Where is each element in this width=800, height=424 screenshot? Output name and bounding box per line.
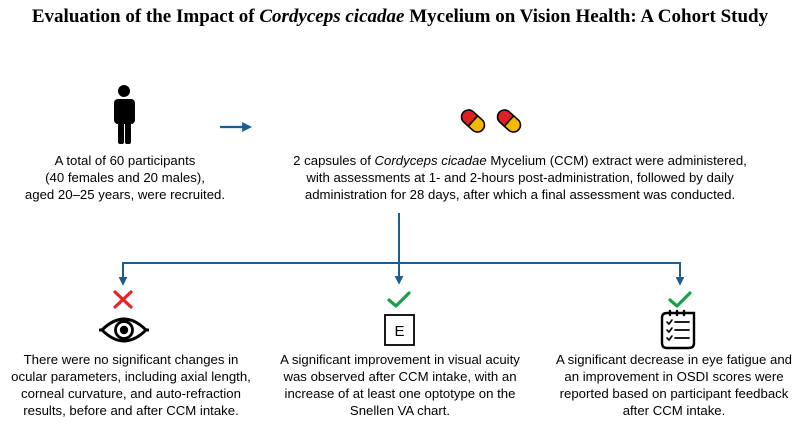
text-line: aged 20–25 years, were recruited.: [24, 187, 226, 202]
participants-description: A total of 60 participants (40 females a…: [20, 152, 230, 203]
outcome-ocular-parameters: There were no significant changes in ocu…: [0, 351, 262, 419]
intervention-description: 2 capsules of Cordyceps cicadae Mycelium…: [240, 152, 800, 203]
text-line: A significant decrease in eye fatigue an…: [555, 352, 793, 367]
check-icon: [387, 291, 411, 308]
flow-connector: [122, 262, 681, 283]
text-line: with assessments at 1- and 2-hours post-…: [306, 170, 734, 185]
text-line: Snellen VA chart.: [349, 403, 451, 418]
cross-icon: [113, 290, 133, 309]
text-line: There were no significant changes in: [23, 352, 239, 367]
text-line: A significant improvement in visual acui…: [280, 352, 520, 367]
outcome-visual-acuity: A significant improvement in visual acui…: [266, 351, 534, 419]
text-line: ocular parameters, including axial lengt…: [11, 369, 251, 384]
chart-letter: E: [394, 323, 404, 340]
text-line: administration for 28 days, after which …: [304, 187, 736, 202]
text-line: 2 capsules of Cordyceps cicadae Mycelium…: [293, 153, 747, 168]
text-line: corneal curvature, and auto-refraction: [21, 386, 241, 401]
text-line: increase of at least one optotype on the: [284, 386, 516, 401]
person-icon: [114, 85, 135, 144]
text-line: after CCM intake.: [622, 403, 726, 418]
page-title: Evaluation of the Impact of Cordyceps ci…: [31, 6, 769, 27]
outcome-eye-fatigue: A significant decrease in eye fatigue an…: [548, 351, 800, 419]
snellen-chart-icon: E: [384, 314, 415, 346]
text-line: an improvement in OSDI scores were: [564, 369, 784, 384]
capsule-icon: [460, 109, 486, 133]
text-line: A total of 60 participants: [54, 153, 196, 168]
text-line: reported based on participant feedback: [559, 386, 789, 401]
eye-icon: [99, 317, 149, 343]
capsule-icon: [496, 109, 522, 133]
checklist-icon: [660, 309, 696, 350]
text-line: was observed after CCM intake, with an: [283, 369, 517, 384]
check-icon: [668, 291, 692, 308]
text-line: (40 females and 20 males),: [45, 170, 205, 185]
text-line: results, before and after CCM intake.: [23, 403, 239, 418]
